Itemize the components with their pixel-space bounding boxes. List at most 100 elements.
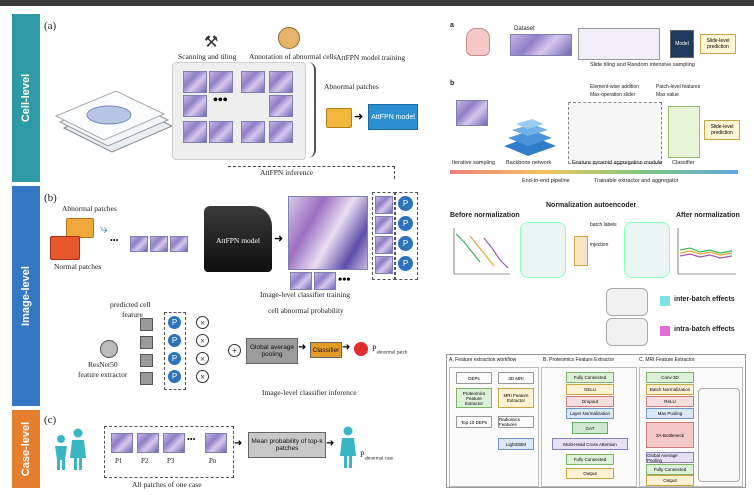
prob-dot: P <box>398 236 413 251</box>
person-icon <box>70 428 86 470</box>
attfpn-model-label-b: AttFPN model <box>216 236 260 245</box>
ellipsis: ••• <box>213 93 228 108</box>
backbone-label: Backbone network <box>506 160 552 166</box>
p-abnormal-patch-sub: abnormal patch <box>376 350 408 356</box>
bottleneck-detail <box>698 388 740 482</box>
cell-prob-label: cell abnormal probability <box>268 306 344 315</box>
feature-box <box>140 336 153 349</box>
case-patch <box>205 433 227 453</box>
p-dot: P <box>168 370 181 383</box>
legend-4: Max value <box>656 92 679 98</box>
legend-3: Patch-level features <box>656 84 701 90</box>
classifier-label-top: Classifier <box>672 160 695 166</box>
c-item: Max Pooling <box>646 408 694 419</box>
a-item: 3D MRI <box>498 372 534 384</box>
patch <box>209 71 233 93</box>
c-item: Fully Connected <box>646 464 694 475</box>
feature-box <box>140 372 153 385</box>
prob-column: P P P P <box>394 192 418 280</box>
patch <box>130 236 148 252</box>
section-c-letter: (c) <box>44 414 57 426</box>
a-item: MRI Feature Extractor <box>498 388 534 408</box>
classifier-training-label: Image-level classifier training <box>260 290 350 299</box>
feature-box <box>140 318 153 331</box>
person-figure <box>70 428 86 470</box>
sampling-patch <box>456 100 488 126</box>
col-b-title: B. Proteomics Feature Extractor <box>543 357 615 363</box>
p-column: P P P P <box>164 312 186 390</box>
arrow-icon: ➜ <box>354 111 364 123</box>
arrow-icon: ➜ <box>298 342 307 353</box>
arrow-icon: ➜ <box>342 342 351 353</box>
prob-dot: P <box>398 256 413 271</box>
encoder-net <box>520 222 566 278</box>
c-item-label: Batch Normalization <box>649 387 691 392</box>
inter-label: inter-batch effects <box>674 296 735 303</box>
brace <box>306 62 316 158</box>
right-top-figure: a Dataset Slide tiling and Random intens… <box>448 20 740 190</box>
a-item: Top 10 DEPs <box>456 416 492 428</box>
b-item: Fully Connected <box>566 372 614 383</box>
classifier-box: Classifier <box>310 342 342 358</box>
patch <box>183 121 207 143</box>
training-label: AttFPN model training <box>336 53 406 62</box>
case-patch-label: P1 <box>115 457 123 465</box>
b-item: Layer Normalization <box>566 408 614 419</box>
feature-label: feature <box>122 310 143 319</box>
decoder-net <box>624 222 670 278</box>
classifier-module <box>668 106 700 158</box>
right-mid-figure: Normalization autoencoder Before normali… <box>450 200 742 348</box>
a-item-label: LightGBM <box>505 441 526 447</box>
b-item-label: GELU <box>583 387 597 392</box>
c-item: 3A-Bottleneck <box>646 422 694 448</box>
slide-pred-label-bottom: Slide-level prediction <box>710 124 734 136</box>
multiply-icon: × <box>196 334 209 347</box>
feature-box <box>140 354 153 367</box>
b-item: Dropout <box>566 396 614 407</box>
cell-crop <box>375 256 393 274</box>
ellipsis: ••• <box>187 435 196 444</box>
inference-label: AttFPN inference <box>260 168 314 177</box>
person-icon <box>54 434 68 470</box>
intra-swatch <box>660 326 670 336</box>
a-item-label: Proteomics Feature Extractor <box>462 390 486 406</box>
arrow-icon: ➜ <box>326 438 335 449</box>
c-item-label: Fully Connected <box>653 467 687 472</box>
cell-crop <box>375 216 393 234</box>
predicted-cell-label: predicted cell <box>110 300 151 309</box>
pipeline-label: End-to-end pipeline <box>522 178 570 184</box>
curve-arrow-icon: ⤷ <box>100 222 108 237</box>
slide-pred-label-top: Slide-level prediction <box>706 38 730 50</box>
patch <box>241 121 265 143</box>
b-item-label: Multi-Head Cross Attention <box>563 441 617 447</box>
c-item-label: Global Average Pooling <box>647 452 678 463</box>
b-item-label: Layer Normalization <box>569 411 611 416</box>
backbone-graphic <box>504 119 556 156</box>
arrow-icon: ➜ <box>274 233 284 245</box>
b-item: Fully Connected <box>566 454 614 465</box>
add-icon: + <box>228 344 241 357</box>
patch <box>183 71 207 93</box>
pipeline-bar <box>450 170 738 174</box>
c-item: Conv 3D <box>646 372 694 383</box>
cell-crops-column <box>372 192 396 280</box>
b-item-label: Dropout <box>581 399 598 404</box>
after-label: After normalization <box>676 212 740 219</box>
autoencoder-title: Normalization autoencoder <box>546 202 637 209</box>
classifier-inference-label: Image-level classifier inference <box>262 388 357 397</box>
resnet-label-2: feature extractor <box>78 370 128 379</box>
c-item-label: Max Pooling <box>657 411 683 416</box>
cell-crop <box>375 236 393 254</box>
ellipsis: ••• <box>110 236 119 245</box>
folder-icon <box>326 108 352 128</box>
inject-label: injection <box>590 242 609 248</box>
attfpn-model-box-a: AttFPN model <box>368 104 418 130</box>
b-item-label: Fully Connected <box>573 457 607 462</box>
multiply-icon: × <box>196 316 209 329</box>
slide-pred-box-bottom: Slide-level prediction <box>704 120 740 140</box>
patch <box>290 272 312 290</box>
annotation-label: Annotation of abnormal cells <box>249 52 337 61</box>
p-dot: P <box>168 352 181 365</box>
cell-level-label: Cell-level <box>20 73 32 123</box>
a-item: Proteomics Feature Extractor <box>456 388 492 408</box>
